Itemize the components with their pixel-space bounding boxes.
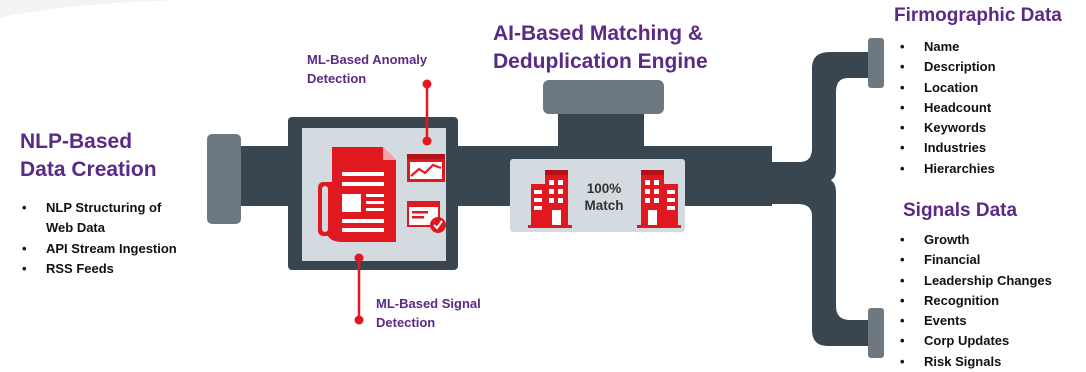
nlp-list-item-text: Web Data: [46, 220, 105, 236]
anomaly-callout-line-2: Detection: [307, 71, 367, 86]
engine-title: AI-Based Matching & Deduplication Engine: [493, 20, 708, 76]
upper-branch-flange: [868, 38, 884, 88]
match-label: 100% Match: [576, 180, 632, 214]
anomaly-callout-line-1: ML-Based Anomaly: [307, 52, 428, 67]
signals-list: Growth Financial Leadership Changes Reco…: [896, 230, 1052, 372]
firmographic-title: Firmographic Data: [894, 5, 1062, 26]
nlp-title-line-2: Data Creation: [20, 158, 157, 181]
checklist-icon: [407, 201, 446, 233]
nlp-list-item: RSS Feeds: [18, 259, 177, 280]
firmographic-list: Name Description Location Headcount Keyw…: [896, 37, 996, 179]
nlp-list-item: API Stream Ingestion: [18, 239, 177, 260]
newspaper-icon: [318, 147, 396, 242]
firmographic-item: Keywords: [896, 118, 996, 139]
firmographic-item: Headcount: [896, 98, 996, 119]
signals-title: Signals Data: [903, 200, 1018, 221]
firmographic-item: Industries: [896, 138, 996, 159]
upper-branch-pipe: [760, 52, 872, 182]
anomaly-callout-label: ML-Based Anomaly Detection: [307, 50, 427, 88]
building-icon: [637, 170, 681, 228]
nlp-list: NLP Structuring of Web Data API Stream I…: [18, 198, 177, 279]
background-shape: [0, 0, 180, 18]
anomaly-callout-connector: [422, 79, 432, 146]
engine-title-line-2: Deduplication Engine: [493, 50, 708, 73]
signals-item: Risk Signals: [896, 352, 1052, 372]
nlp-list-item: NLP Structuring of: [18, 198, 177, 219]
signals-item: Growth: [896, 230, 1052, 251]
firmographic-item: Hierarchies: [896, 159, 996, 180]
firmographic-item: Location: [896, 78, 996, 99]
building-icon: [528, 170, 572, 228]
lower-branch-pipe: [760, 178, 872, 346]
signals-item: Financial: [896, 250, 1052, 271]
nlp-title-line-1: NLP-Based: [20, 130, 133, 153]
signal-callout-line-2: Detection: [376, 315, 436, 330]
chart-icon: [407, 154, 445, 182]
firmographic-item: Name: [896, 37, 996, 58]
nlp-section-title: NLP-Based Data Creation: [20, 128, 157, 184]
engine-top-cap: [543, 80, 664, 114]
left-pipe-flange: [207, 134, 241, 224]
signals-item: Corp Updates: [896, 331, 1052, 352]
engine-title-line-1: AI-Based Matching &: [493, 22, 704, 45]
firmographic-item: Description: [896, 57, 996, 78]
match-label-line-1: 100%: [586, 181, 622, 196]
signal-callout-label: ML-Based Signal Detection: [376, 294, 481, 332]
signals-item: Recognition: [896, 291, 1052, 312]
signal-callout-connector: [354, 253, 364, 325]
signal-callout-line-1: ML-Based Signal: [376, 296, 481, 311]
lower-branch-flange: [868, 308, 884, 358]
signals-item: Leadership Changes: [896, 271, 1052, 292]
nlp-list-item-continued: Web Data: [18, 218, 177, 238]
match-label-line-2: Match: [584, 198, 624, 213]
signals-item: Events: [896, 311, 1052, 332]
